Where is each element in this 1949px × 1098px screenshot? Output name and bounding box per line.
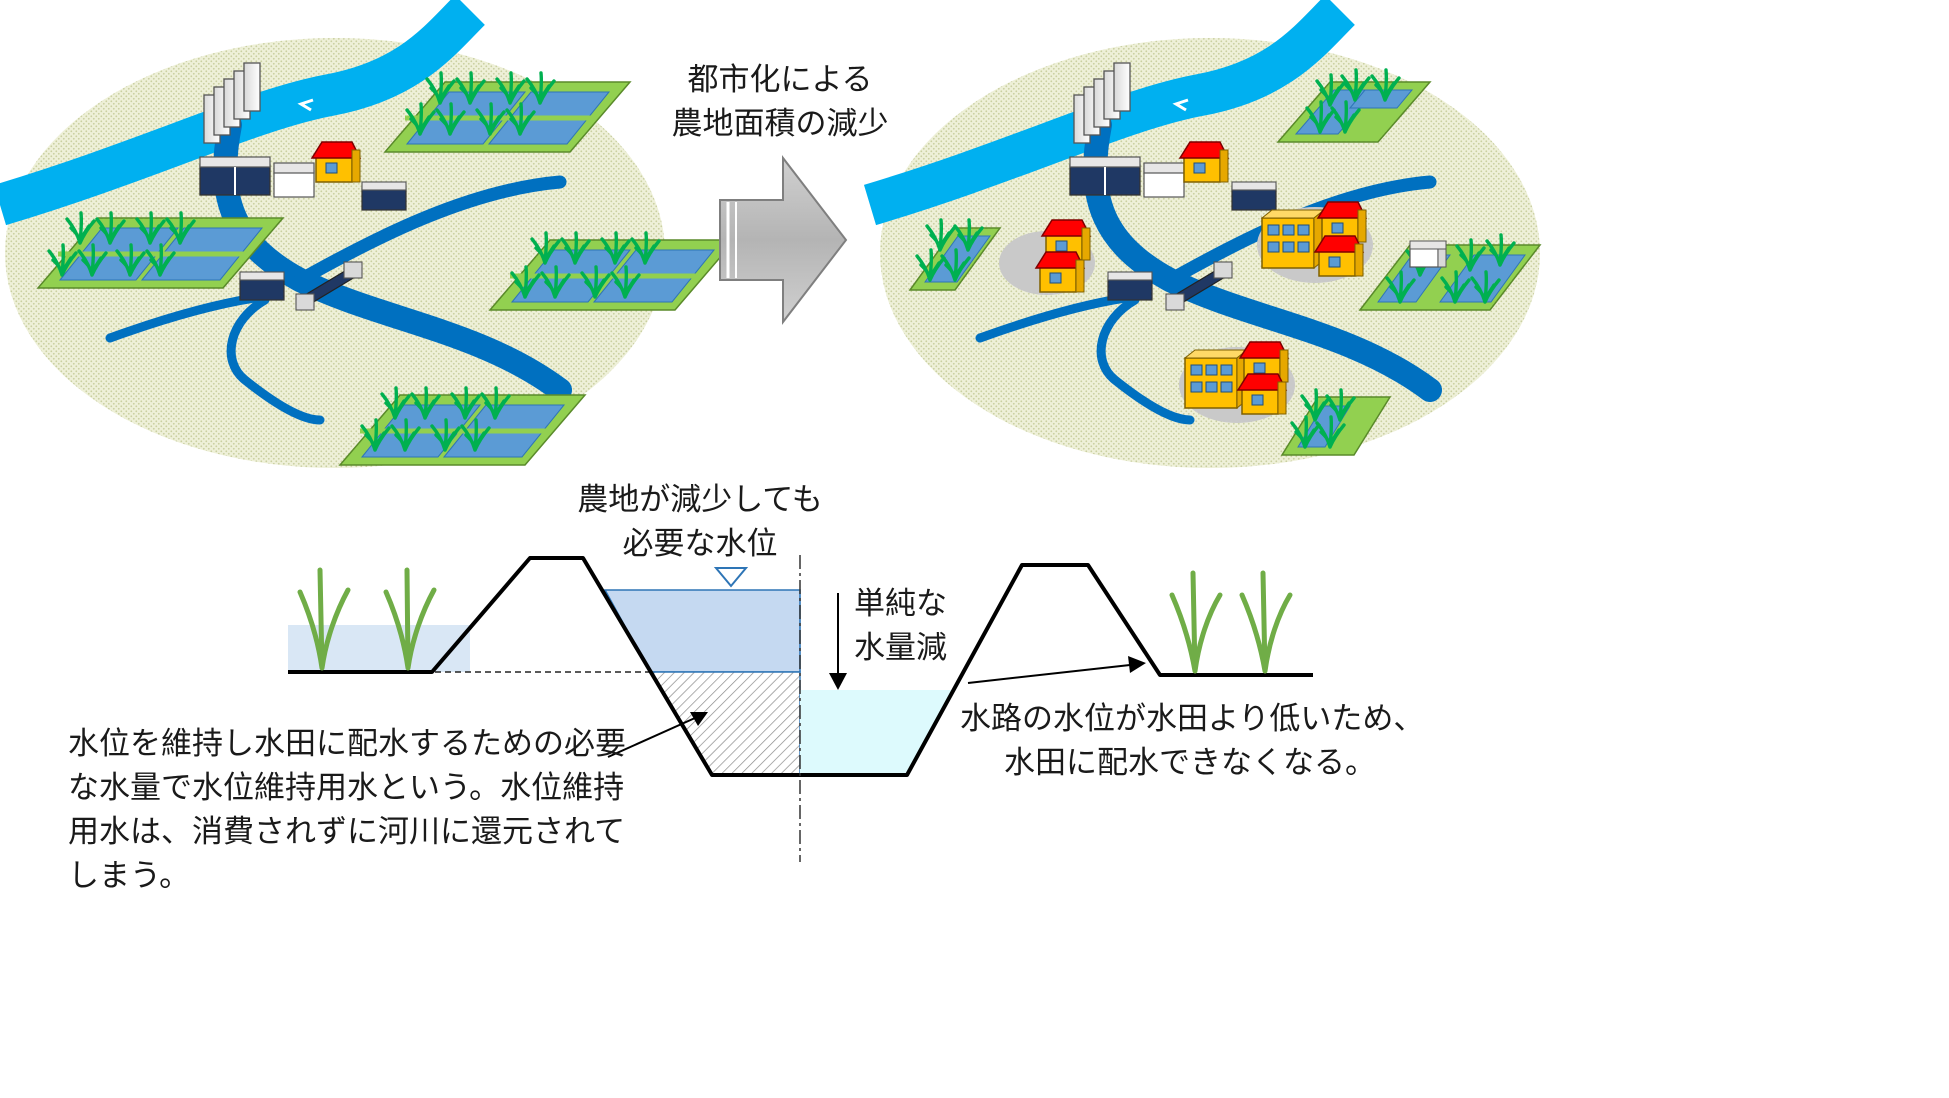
required-water [603, 589, 801, 673]
urbanization-line2: 農地面積の減少 [671, 106, 889, 142]
house-icon [1035, 251, 1085, 293]
rice-plant-icon [297, 567, 1293, 674]
small-building [1409, 240, 1447, 268]
map-before [0, 0, 735, 468]
river [863, 0, 1355, 226]
maintenance-water [648, 671, 801, 776]
low-level-description: 水路の水位が水田より低いため、 水田に配水できなくなる。 [960, 697, 1425, 785]
map-after [863, 0, 1542, 468]
river-flow-arrow-icon [297, 98, 314, 112]
required-level-label: 農地が減少しても 必要な水位 [560, 478, 840, 566]
apartment-icon [1184, 349, 1248, 409]
reduction-arrow-head [829, 673, 847, 690]
simple-reduction-label: 単純な 水量減 [854, 582, 947, 670]
pump-station [199, 156, 315, 198]
channel-outline-right [800, 563, 1313, 777]
maintenance-line4: しまう。 [68, 858, 191, 894]
pump-station [1069, 156, 1185, 198]
house-icon [1179, 141, 1229, 183]
reduced-water [800, 690, 955, 775]
simple-reduction-line2: 水量減 [854, 630, 947, 666]
transition-arrow [719, 155, 848, 325]
gate [1231, 181, 1277, 211]
low-level-line2: 水田に配水できなくなる。 [1004, 745, 1376, 781]
simple-reduction-line1: 単純な [854, 586, 947, 622]
leader-line-right [967, 664, 1131, 684]
leader-arrowhead-right [1128, 656, 1146, 673]
water-level-triangle-icon [713, 567, 749, 588]
urbanization-line1: 都市化による [687, 62, 873, 98]
maintenance-water-description: 水位を維持し水田に配水するための必要 な水量で水位維持用水という。水位維持 用水… [68, 722, 626, 898]
required-level-line2: 必要な水位 [622, 526, 778, 562]
maintenance-line3: 用水は、消費されずに河川に還元されて [68, 814, 626, 850]
required-level-line1: 農地が減少しても [577, 482, 823, 518]
gate [239, 271, 285, 301]
cross-section [288, 555, 1313, 862]
gate [1107, 271, 1153, 301]
low-level-line1: 水路の水位が水田より低いため、 [960, 701, 1425, 737]
channel-outline-left [288, 556, 800, 777]
urbanization-label: 都市化による 農地面積の減少 [660, 58, 900, 146]
maintenance-line2: な水量で水位維持用水という。水位維持 [68, 770, 625, 806]
river-flow-arrow-icon [1172, 98, 1189, 112]
house-icon [1237, 373, 1287, 415]
gate [361, 181, 407, 211]
house-icon [311, 141, 361, 183]
maintenance-line1: 水位を維持し水田に配水するための必要 [68, 726, 626, 762]
apartment-icon [1261, 209, 1325, 269]
leader-line-left [607, 717, 696, 758]
house-icon [1314, 235, 1364, 277]
leader-arrowhead-left [690, 712, 708, 726]
